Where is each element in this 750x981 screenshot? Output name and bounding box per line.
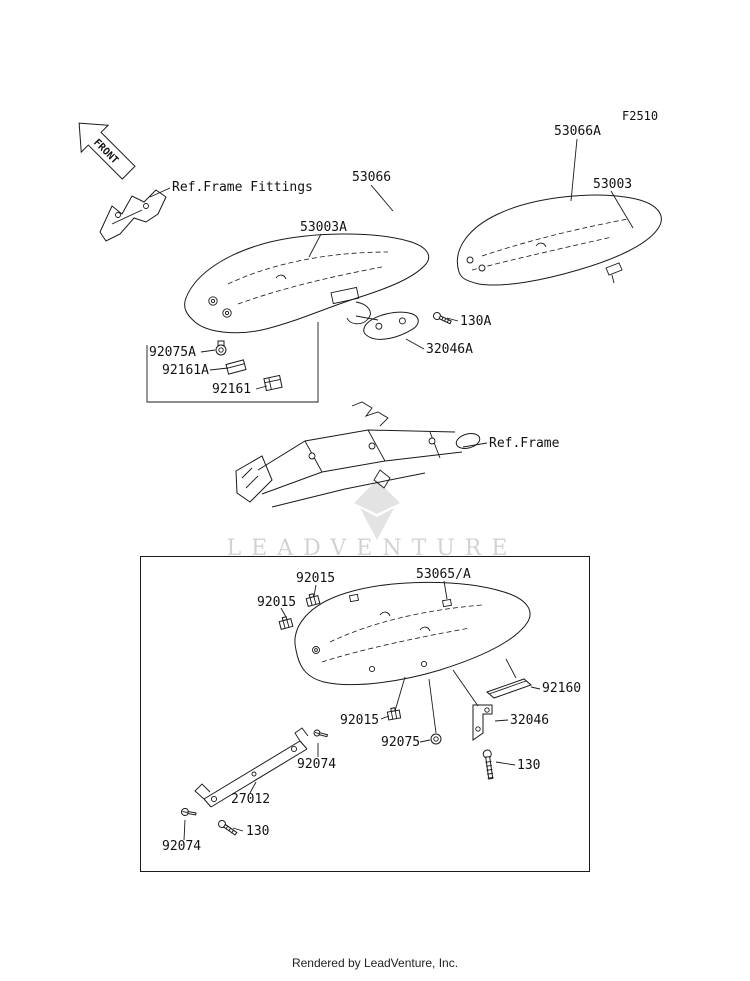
part-92074-right-label: 92074	[297, 757, 336, 772]
part-92160-label: 92160	[542, 681, 581, 696]
bolt-130A-drawing	[433, 312, 452, 325]
nut-92075-drawing	[430, 733, 442, 745]
pad-92160-drawing	[486, 678, 532, 699]
bracket-27012-drawing	[194, 727, 309, 808]
part-92015-bottom-label: 92015	[340, 713, 379, 728]
ref-frame-fittings-label: Ref.Frame Fittings	[172, 180, 313, 195]
bracket-32046A-drawing	[363, 311, 419, 340]
part-32046-label: 32046	[510, 713, 549, 728]
ref-frame-drawing	[235, 401, 481, 508]
clip-92015-left-drawing	[278, 616, 294, 631]
ref-frame-label: Ref.Frame	[489, 436, 560, 451]
part-53003-label: 53003	[593, 177, 632, 192]
leader-lines	[146, 138, 634, 841]
damper-92161-drawing	[263, 374, 283, 392]
part-130-right-label: 130	[517, 758, 540, 773]
part-92075A-label: 92075A	[149, 345, 196, 360]
clip-92015-bottom-drawing	[386, 707, 402, 721]
part-92015-left-label: 92015	[257, 595, 296, 610]
screw-92074-right-drawing	[313, 729, 329, 738]
part-92161A-label: 92161A	[162, 363, 209, 378]
part-53066A-label: 53066A	[554, 124, 601, 139]
front-arrow-icon	[78, 122, 136, 180]
part-53003A-label: 53003A	[300, 220, 347, 235]
front-seat-drawing	[184, 233, 430, 334]
rear-seat-drawing	[456, 194, 662, 286]
ref-frame-fittings-drawing	[99, 189, 167, 242]
screw-92074-left-drawing	[181, 808, 197, 816]
front-direction-arrow: FRONT	[78, 122, 136, 180]
part-53066-label: 53066	[352, 170, 391, 185]
footer-credit: Rendered by LeadVenture, Inc.	[292, 956, 458, 970]
part-130A-label: 130A	[460, 314, 491, 329]
damper-92075A-drawing	[215, 340, 227, 356]
bolt-130-right-drawing	[482, 749, 494, 780]
part-27012-label: 27012	[231, 792, 270, 807]
clip-92015-top-drawing	[305, 593, 321, 608]
bracket-32046-drawing	[472, 704, 493, 741]
diagram-code: F2510	[622, 109, 658, 123]
part-92015-top-label: 92015	[296, 571, 335, 586]
part-53065A-label: 53065/A	[416, 567, 471, 582]
part-92161-label: 92161	[212, 382, 251, 397]
bolt-130-left-drawing	[218, 820, 238, 836]
damper-92161A-drawing	[225, 359, 247, 375]
part-92075-label: 92075	[381, 735, 420, 750]
leadventure-logo-icon	[354, 480, 400, 540]
part-32046A-label: 32046A	[426, 342, 473, 357]
detail-box	[140, 556, 590, 872]
part-92074-left-label: 92074	[162, 839, 201, 854]
cowl-seat-drawing	[294, 581, 531, 686]
watermark-text: LEADVENTURE	[227, 536, 518, 561]
part-130-left-label: 130	[246, 824, 269, 839]
